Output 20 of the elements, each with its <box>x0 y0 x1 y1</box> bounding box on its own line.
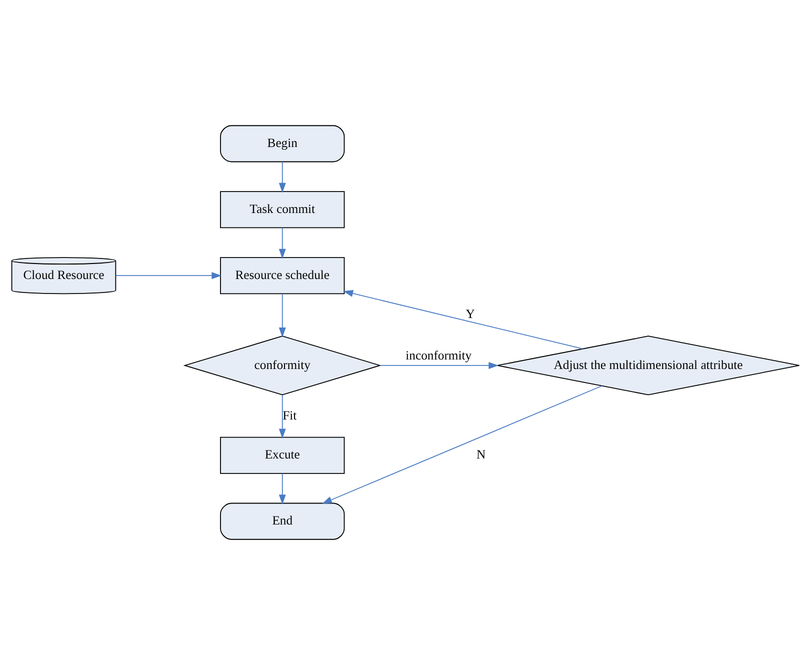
arrow <box>278 394 286 438</box>
arrow <box>115 272 222 279</box>
node-box: Task commit <box>220 190 345 228</box>
arrow <box>278 472 286 504</box>
node-diamond: conformity <box>183 335 382 395</box>
arrow <box>379 362 499 368</box>
edge-label: Fit <box>282 408 297 422</box>
arrow <box>322 384 602 504</box>
edge-label: Y <box>466 306 475 321</box>
arrow <box>278 160 286 192</box>
node-diamond: Adjust the multidimensional attribute <box>496 335 800 395</box>
node-box: Begin <box>220 124 345 162</box>
edge-label: inconformity <box>406 348 472 362</box>
node-box: Excute <box>220 436 345 474</box>
arrow <box>278 226 286 258</box>
node-box: End <box>220 502 345 540</box>
arrow <box>343 290 584 349</box>
arrow <box>278 292 286 337</box>
edge-label: N <box>476 447 486 462</box>
node-box: Resource schedule <box>220 256 345 294</box>
